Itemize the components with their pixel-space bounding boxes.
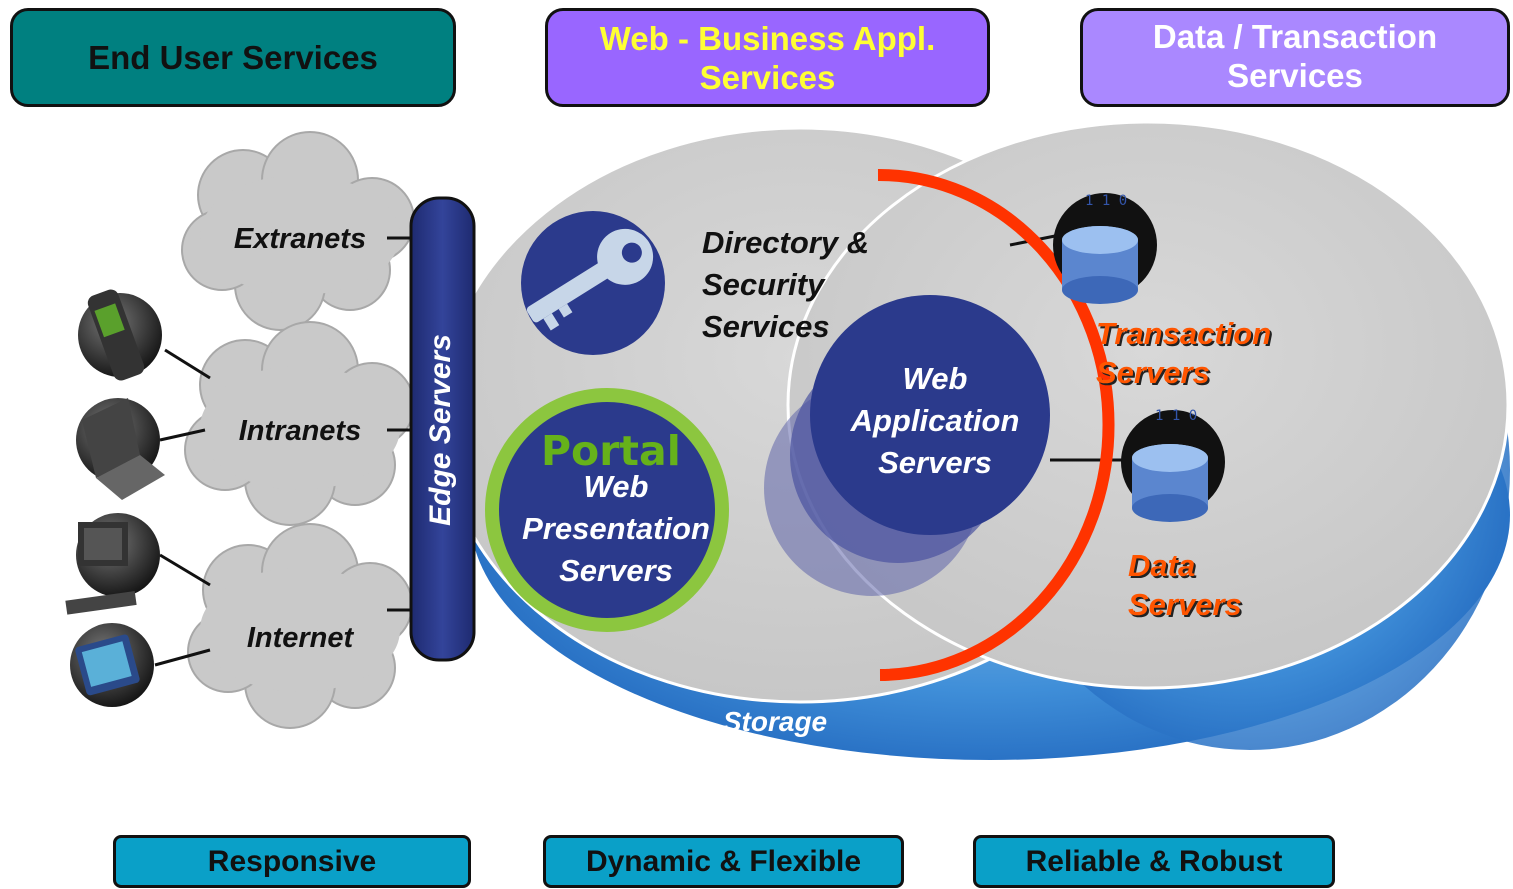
database-icon: 1 1 0 xyxy=(1121,408,1225,522)
directory-security-label: Directory & Security Services xyxy=(702,225,870,344)
web-application-servers-label: Web Application Servers xyxy=(850,361,1020,480)
intranets-label: Intranets xyxy=(238,415,362,447)
red-boundary-arc xyxy=(877,168,1115,681)
storage-label: Storage xyxy=(722,706,828,737)
responsive-box: Responsive xyxy=(113,835,471,888)
extranets-cloud xyxy=(181,131,415,331)
dynamic-flexible-box: Dynamic & Flexible xyxy=(543,835,904,888)
internet-label: Internet xyxy=(246,622,354,654)
web-app-servers-circle xyxy=(810,295,1050,535)
edge-servers-bar xyxy=(409,196,476,662)
intranets-cloud xyxy=(184,321,415,526)
mobile-phone-icon xyxy=(78,289,162,381)
web-presentation-servers-label: Web Presentation Servers xyxy=(522,469,710,588)
data-servers-label: Data Servers xyxy=(1128,548,1242,622)
internet-cloud xyxy=(187,523,413,729)
web-business-services-header: Web - Business Appl. Services xyxy=(545,8,990,107)
key-icon xyxy=(526,228,654,331)
data-transaction-services-header: Data / Transaction Services xyxy=(1080,8,1510,107)
svg-text:1 1 0: 1 1 0 xyxy=(1155,408,1197,424)
svg-text:1 1 0: 1 1 0 xyxy=(1085,193,1127,209)
desktop-computer-icon xyxy=(65,513,160,615)
data-transaction-oval xyxy=(786,120,1510,690)
end-user-services-header: End User Services xyxy=(10,8,456,107)
portal-label: Portal xyxy=(541,427,681,475)
database-icon: 1 1 0 xyxy=(1053,193,1157,304)
reliable-robust-box: Reliable & Robust xyxy=(973,835,1335,888)
laptop-icon xyxy=(76,398,165,500)
extranets-label: Extranets xyxy=(233,223,367,255)
transaction-servers-label: Transaction Servers xyxy=(1096,316,1272,390)
edge-servers-label: Edge Servers xyxy=(424,334,457,526)
connector-lines xyxy=(154,233,1125,667)
pda-icon xyxy=(70,623,154,707)
portal-ring xyxy=(485,388,729,632)
